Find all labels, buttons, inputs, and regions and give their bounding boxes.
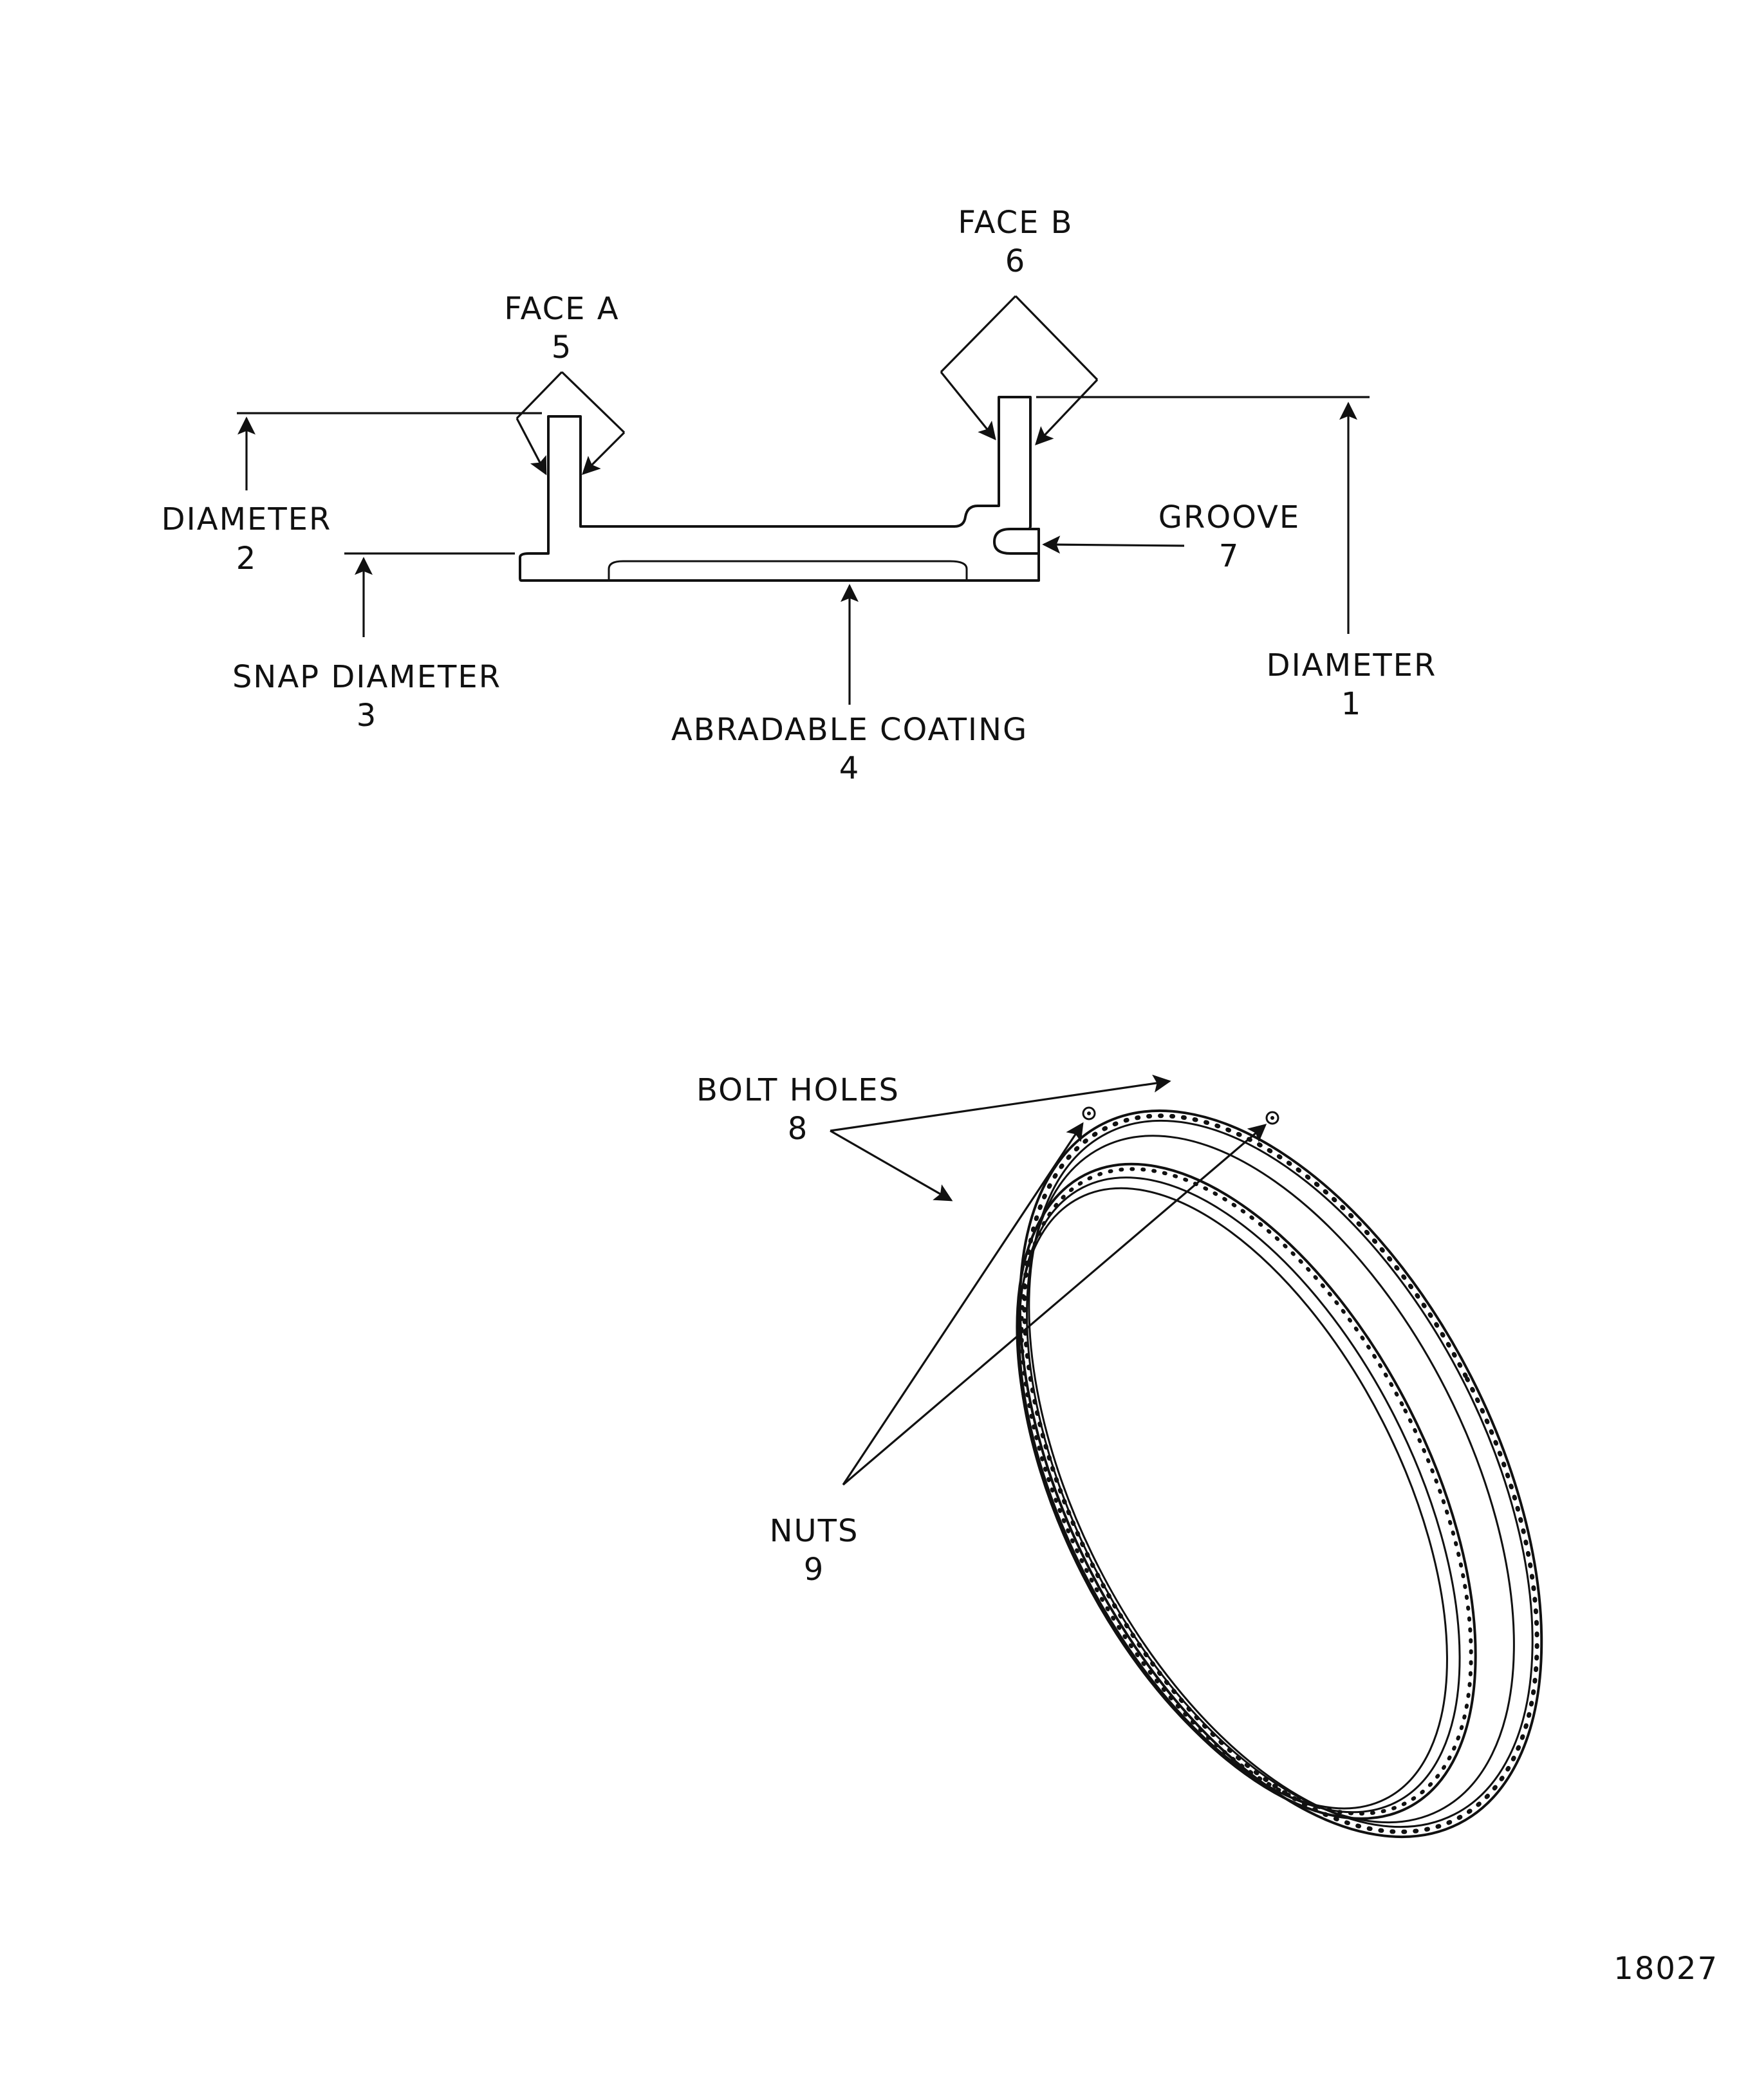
nuts-number: 9	[804, 1552, 825, 1588]
bolt-hole-row-inner	[1019, 1167, 1473, 1816]
cross-section-diagram	[237, 295, 1370, 705]
face-b-label: FACE B	[958, 205, 1073, 241]
bolt-holes-label: BOLT HOLES	[696, 1072, 900, 1108]
diameter-1-number: 1	[1341, 686, 1362, 722]
nut-right	[1265, 1111, 1279, 1125]
shroud-ring-illustration	[1016, 1109, 1543, 1839]
diameter-2-label: DIAMETER	[162, 501, 332, 537]
abradable-coating-layer	[608, 560, 968, 581]
nuts-leaders	[842, 1122, 1267, 1486]
bolt-holes-leaders	[830, 1074, 1171, 1202]
snap-diameter-number: 3	[357, 698, 378, 734]
nut-left	[1082, 1106, 1096, 1120]
diameter-1-label: DIAMETER	[1267, 647, 1437, 683]
snap-diameter-label: SNAP DIAMETER	[232, 659, 501, 695]
diameter-2-number: 2	[236, 541, 257, 577]
figure-number: 18027	[1613, 1951, 1718, 1987]
face-b-leaders	[940, 295, 1099, 446]
bolt-hole-row-outer	[1022, 1113, 1539, 1834]
groove-number: 7	[1219, 538, 1240, 574]
abradable-coating-number: 4	[839, 750, 860, 786]
face-a-label: FACE A	[504, 291, 619, 327]
face-b-number: 6	[1005, 243, 1027, 279]
bolt-holes-number: 8	[788, 1111, 809, 1147]
face-a-number: 5	[552, 330, 573, 366]
abradable-coating-label: ABRADABLE COATING	[671, 712, 1028, 748]
groove-arrow	[1042, 535, 1185, 554]
shroud-section-outline	[519, 396, 1040, 582]
face-a-leaders	[516, 371, 626, 476]
groove-shape	[993, 528, 1040, 555]
nuts-label: NUTS	[770, 1513, 859, 1549]
groove-label: GROOVE	[1158, 499, 1300, 535]
